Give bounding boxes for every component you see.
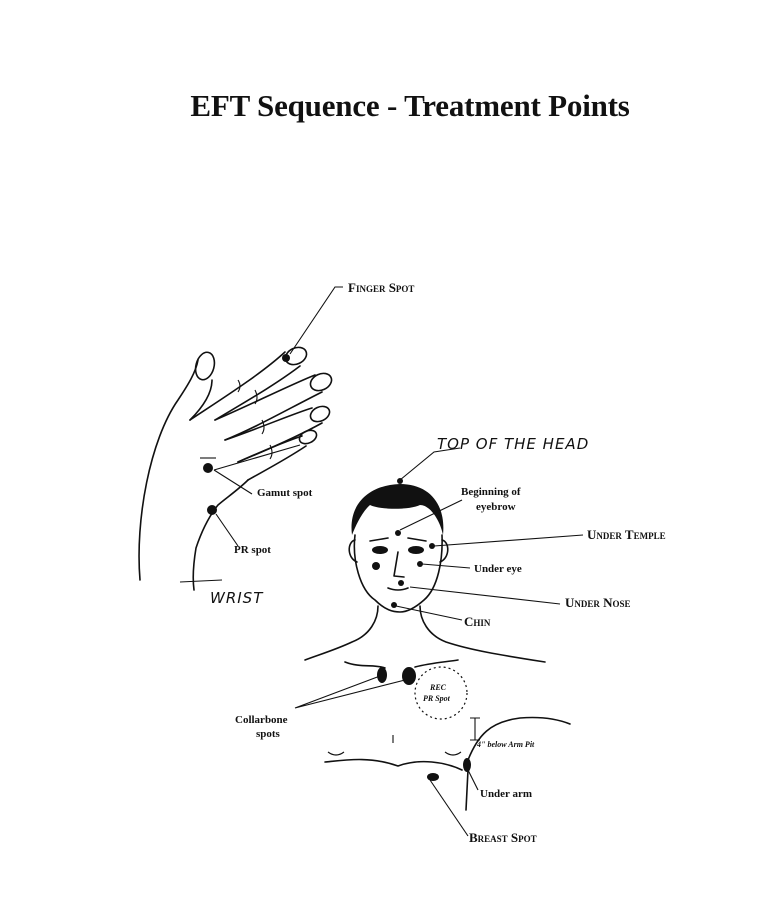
hand-drawing xyxy=(138,286,343,591)
under-nose-label: Under Nose xyxy=(565,595,631,610)
breast-spot-label: Breast Spot xyxy=(469,830,537,845)
gamut-spot-label: Gamut spot xyxy=(257,487,313,499)
chin-label: Chin xyxy=(464,614,491,629)
under-temple-label: Under Temple xyxy=(587,527,666,542)
under-eye-label: Under eye xyxy=(474,563,522,575)
finger-spot-label: Finger Spot xyxy=(348,280,414,295)
collarbone-label-1: Collarbone xyxy=(235,714,288,726)
body-drawing xyxy=(294,447,584,837)
page-title: EFT Sequence - Treatment Points xyxy=(190,88,630,123)
below-arm-pit-label: 4" below Arm Pit xyxy=(476,740,535,749)
beginning-of-eyebrow-label-1: Beginning of xyxy=(461,486,521,498)
top-of-head-label: TOP OF THE HEAD xyxy=(437,435,589,453)
pr-spot-label: PR spot xyxy=(234,544,271,556)
wrist-label: WRIST xyxy=(210,589,264,607)
rec-label-2: PR Spot xyxy=(423,694,451,703)
under-arm-label: Under arm xyxy=(480,788,532,800)
collarbone-label-2: spots xyxy=(256,728,281,740)
beginning-of-eyebrow-label-2: eyebrow xyxy=(476,501,516,513)
rec-label-1: REC xyxy=(429,683,447,692)
